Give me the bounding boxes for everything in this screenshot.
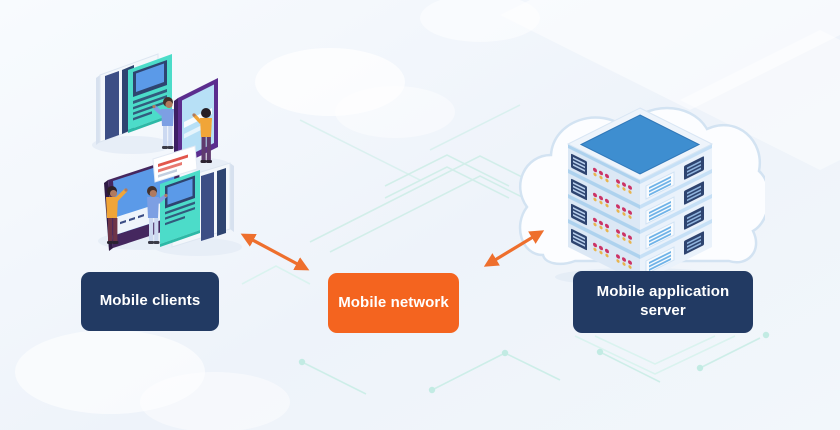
network-server-arrow [483,230,545,267]
mobile-clients-label: Mobile clients [81,272,219,331]
person-icon [106,186,128,244]
server-stack-icon [566,107,714,284]
large-phone-icon [92,53,172,154]
mobile-clients-label-text: Mobile clients [99,292,201,310]
mobile-application-server-label-text: Mobile application server [596,283,730,319]
mobile-network-label: Mobile network [328,273,459,333]
person-icon [152,97,174,149]
circuit-trace-pattern [298,104,770,395]
mobile-clients-illustration [60,45,260,265]
large-phone-icon [154,162,242,256]
mobile-application-server-label: Mobile application server [573,271,753,333]
white-diamond-shapes [15,0,840,430]
person-icon [147,186,168,244]
mobile-network-label-text: Mobile network [338,293,449,311]
server-top-panel [566,107,714,181]
person-icon [192,108,212,163]
cloud-server-illustration [515,85,765,285]
clients-network-arrow [240,233,310,271]
